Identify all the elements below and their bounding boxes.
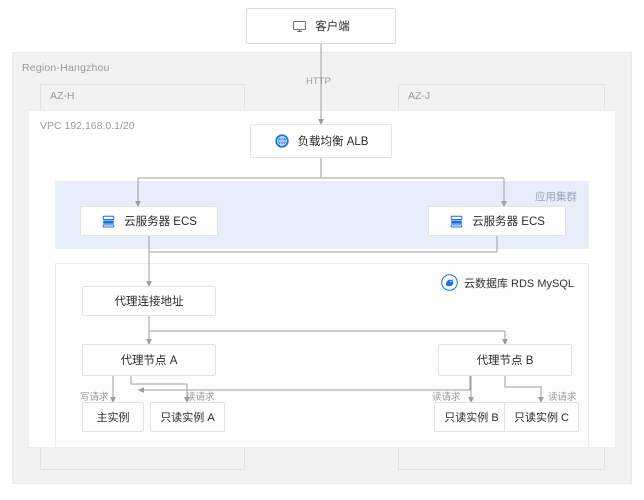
node-proxy-address[interactable]: 代理连接地址 (82, 286, 216, 316)
node-client-label: 客户端 (315, 21, 350, 33)
node-instance-readonly-b-label: 只读实例 B (444, 412, 499, 424)
node-proxy-node-a-label: 代理节点 A (120, 355, 178, 367)
node-instance-readonly-c[interactable]: 只读实例 C (504, 402, 579, 432)
edge-label-read-request-b: 读请求 (432, 392, 461, 403)
vpc-label: VPC 192.168.0.1/20 (40, 120, 135, 132)
node-instance-readonly-a-label: 只读实例 A (160, 412, 215, 424)
node-ecs-az-j-label: 云服务器 ECS (472, 216, 545, 228)
az-j-label: AZ-J (408, 90, 431, 102)
az-h-label: AZ-H (50, 90, 75, 102)
node-proxy-address-label: 代理连接地址 (114, 296, 184, 308)
application-cluster-label: 应用集群 (535, 191, 577, 203)
edge-label-write-request: 写请求 (80, 392, 109, 403)
node-alb[interactable]: 负载均衡 ALB (250, 124, 392, 158)
node-instance-readonly-c-label: 只读实例 C (514, 412, 569, 424)
server-icon (101, 214, 116, 229)
edge-label-read-request-c: 读请求 (548, 392, 577, 403)
edge-label-http: HTTP (306, 76, 331, 87)
node-alb-label: 负载均衡 ALB (297, 136, 369, 148)
load-balancer-icon (274, 133, 290, 149)
rds-badge: 云数据库 RDS MySQL (441, 274, 574, 291)
server-icon (449, 214, 464, 229)
node-instance-master[interactable]: 主实例 (82, 402, 144, 432)
node-instance-readonly-b[interactable]: 只读实例 B (434, 402, 509, 432)
mysql-dolphin-icon (441, 274, 458, 291)
node-ecs-az-j[interactable]: 云服务器 ECS (428, 206, 566, 236)
node-ecs-az-h-label: 云服务器 ECS (124, 216, 197, 228)
rds-label: 云数据库 RDS MySQL (463, 277, 574, 290)
node-proxy-node-b-label: 代理节点 B (476, 355, 534, 367)
node-client[interactable]: 客户端 (246, 8, 396, 44)
node-instance-readonly-a[interactable]: 只读实例 A (150, 402, 225, 432)
node-instance-master-label: 主实例 (96, 412, 130, 424)
edge-label-read-request-a: 读请求 (186, 392, 215, 403)
node-proxy-node-a[interactable]: 代理节点 A (82, 344, 216, 376)
node-proxy-node-b[interactable]: 代理节点 B (438, 344, 572, 376)
region-label: Region-Hangzhou (22, 62, 110, 74)
node-ecs-az-h[interactable]: 云服务器 ECS (80, 206, 218, 236)
monitor-icon (292, 19, 307, 34)
